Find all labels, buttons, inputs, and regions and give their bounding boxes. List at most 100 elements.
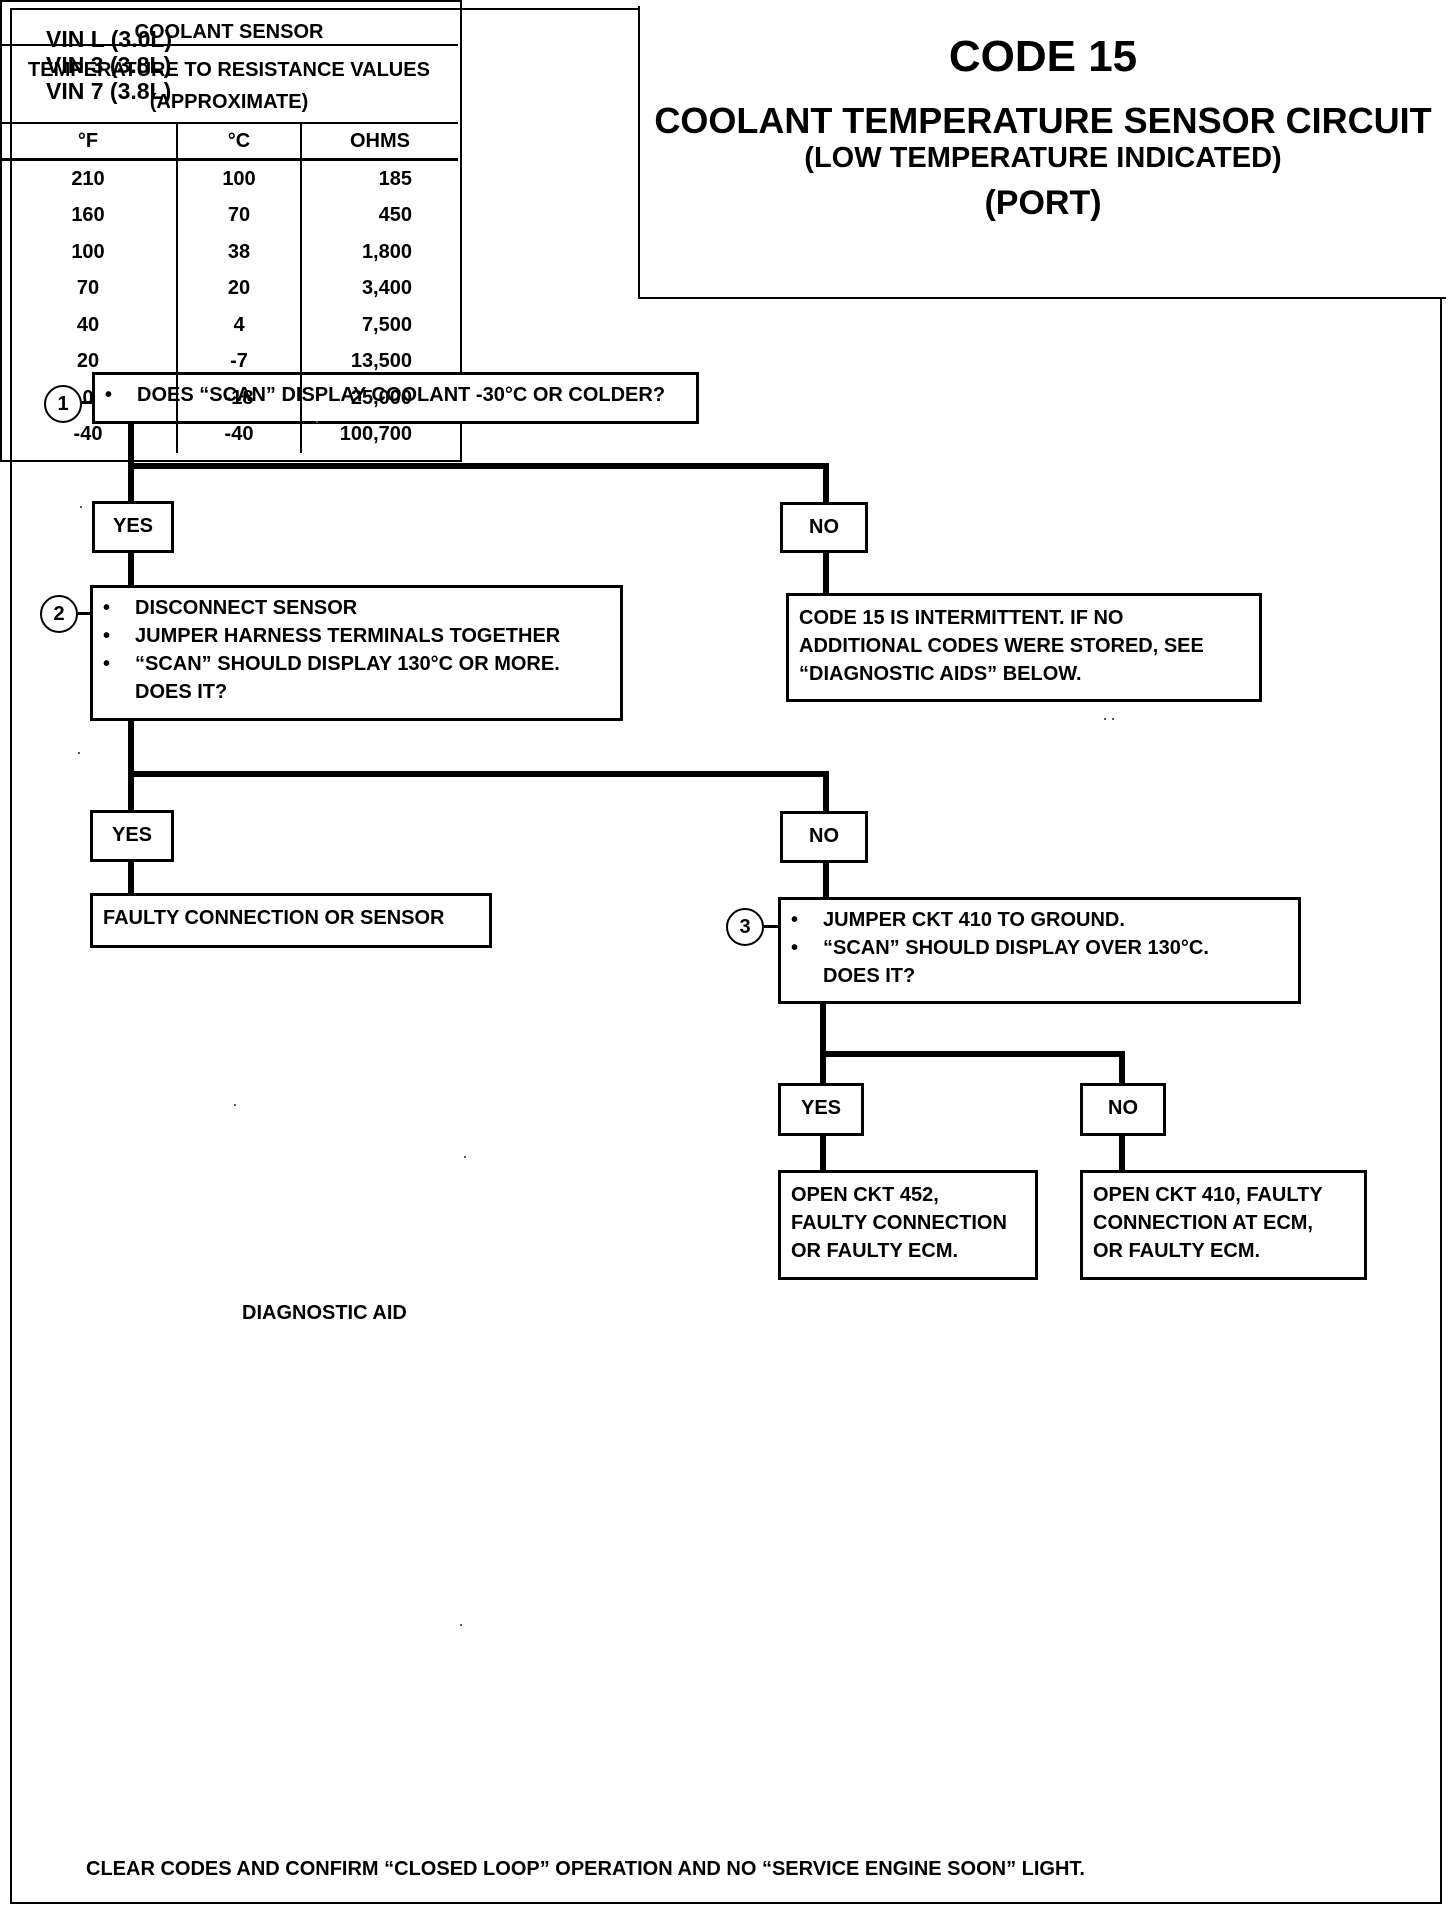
connector-line <box>128 721 134 810</box>
code-title: CODE 15 <box>948 32 1138 81</box>
table-note: (APPROXIMATE) <box>149 90 309 113</box>
cell-celsius: 100 <box>177 159 302 198</box>
table-row: -40 -40 100,700 <box>0 416 458 453</box>
result-faulty-connection: FAULTY CONNECTION OR SENSOR <box>90 893 492 948</box>
cell-celsius: -18 <box>177 380 302 417</box>
diagnostic-aid-label: DIAGNOSTIC AID <box>242 1302 407 1324</box>
system-label: (PORT) <box>984 184 1102 222</box>
cell-ohms: 185 <box>378 167 412 190</box>
table-row: 0 -18 25,000 <box>0 380 458 417</box>
step-2-text: DOES IT? <box>135 681 228 703</box>
step-2-text: “SCAN” SHOULD DISPLAY 130°C OR MORE. <box>135 653 560 675</box>
vin-item: VIN 3 (3.8L) <box>46 52 172 78</box>
connector-line <box>820 1051 1125 1057</box>
connector-line <box>1119 1051 1125 1083</box>
connector-line <box>78 612 92 615</box>
connector-line <box>820 1136 826 1172</box>
table-title: COOLANT SENSOR <box>0 0 458 46</box>
yes-label: YES <box>90 810 174 862</box>
step-3-text: “SCAN” SHOULD DISPLAY OVER 130°C. <box>823 937 1209 959</box>
scan-speck <box>460 1624 462 1626</box>
step-number-badge: 3 <box>726 908 764 946</box>
cell-celsius: -40 <box>177 416 302 453</box>
step-number-badge: 2 <box>40 595 78 633</box>
cell-ohms: 25,000 <box>350 386 412 409</box>
no-label: NO <box>780 502 868 553</box>
cell-celsius: -7 <box>177 343 302 380</box>
result-text: OPEN CKT 410, FAULTY <box>1093 1184 1323 1206</box>
vin-item: VIN 7 (3.8L) <box>46 78 172 104</box>
cell-fahrenheit: 70 <box>0 270 178 307</box>
cell-celsius: 70 <box>177 197 302 234</box>
result-text: OR FAULTY ECM. <box>1093 1240 1261 1262</box>
no-label: NO <box>780 811 868 863</box>
table-row: 160 70 450 <box>0 197 458 234</box>
connector-line <box>128 553 134 585</box>
cell-celsius: 20 <box>177 270 302 307</box>
connector-line <box>823 553 829 593</box>
table-row: 100 38 1,800 <box>0 234 458 271</box>
result-open-ckt-410: OPEN CKT 410, FAULTY CONNECTION AT ECM, … <box>1080 1170 1367 1280</box>
connector-line <box>823 463 829 502</box>
scan-speck <box>1104 718 1106 720</box>
title-box: CODE 15 COOLANT TEMPERATURE SENSOR CIRCU… <box>638 6 1446 299</box>
column-header-fahrenheit: °F <box>0 122 178 161</box>
step-3-box: •JUMPER CKT 410 TO GROUND. •“SCAN” SHOUL… <box>778 897 1301 1004</box>
coolant-sensor-table: COOLANT SENSOR TEMPERATURE TO RESISTANCE… <box>0 0 458 453</box>
scan-speck <box>316 421 318 423</box>
cell-fahrenheit: 40 <box>0 307 178 344</box>
circuit-title: COOLANT TEMPERATURE SENSOR CIRCUIT <box>654 100 1432 141</box>
result-text: FAULTY CONNECTION OR SENSOR <box>103 907 445 929</box>
cell-ohms: 13,500 <box>350 350 412 373</box>
result-open-ckt-452: OPEN CKT 452, FAULTY CONNECTION OR FAULT… <box>778 1170 1038 1280</box>
result-text: ADDITIONAL CODES WERE STORED, SEE <box>799 635 1204 657</box>
table-subtitle: TEMPERATURE TO RESISTANCE VALUES <box>28 59 430 81</box>
connector-line <box>823 863 829 897</box>
scan-speck <box>80 506 82 508</box>
coolant-sensor-table-box: COOLANT SENSOR TEMPERATURE TO RESISTANCE… <box>0 0 462 462</box>
cell-fahrenheit: -40 <box>0 416 178 453</box>
cell-ohms: 450 <box>378 204 412 227</box>
table-row: 70 20 3,400 <box>0 270 458 307</box>
result-text: CODE 15 IS INTERMITTENT. IF NO <box>799 607 1124 629</box>
cell-fahrenheit: 20 <box>0 343 178 380</box>
column-header-celsius: °C <box>177 122 302 161</box>
table-row: 20 -7 13,500 <box>0 343 458 380</box>
connector-line <box>128 862 134 893</box>
cell-ohms: 7,500 <box>361 313 412 336</box>
connector-line <box>764 925 780 928</box>
result-text: CONNECTION AT ECM, <box>1093 1212 1313 1234</box>
cell-celsius: 38 <box>177 234 302 271</box>
footer-instruction: CLEAR CODES AND CONFIRM “CLOSED LOOP” OP… <box>86 1858 1085 1880</box>
table-row: 40 4 7,500 <box>0 307 458 344</box>
connector-line <box>128 424 134 501</box>
column-header-ohms: OHMS <box>301 122 458 161</box>
table-row: 210 100 185 <box>0 159 458 198</box>
cell-fahrenheit: 160 <box>0 197 178 234</box>
connector-line <box>1119 1136 1125 1172</box>
result-text: OPEN CKT 452, <box>791 1184 939 1206</box>
connector-line <box>128 771 829 777</box>
step-2-text: DISCONNECT SENSOR <box>135 597 358 619</box>
result-intermittent: CODE 15 IS INTERMITTENT. IF NO ADDITIONA… <box>786 593 1262 702</box>
scan-speck <box>1112 718 1114 720</box>
no-label: NO <box>1080 1083 1166 1136</box>
cell-celsius: 4 <box>177 307 302 344</box>
connector-line <box>128 463 829 469</box>
vin-list: VIN L (3.0L) VIN 3 (3.8L) VIN 7 (3.8L) <box>46 26 172 104</box>
scan-speck <box>78 752 80 754</box>
scan-speck <box>464 1156 466 1158</box>
result-text: FAULTY CONNECTION <box>791 1212 1007 1234</box>
step-2-text: JUMPER HARNESS TERMINALS TOGETHER <box>135 625 561 647</box>
connector-line <box>820 1002 826 1083</box>
result-text: OR FAULTY ECM. <box>791 1240 959 1262</box>
yes-label: YES <box>92 501 174 553</box>
step-2-box: •DISCONNECT SENSOR •JUMPER HARNESS TERMI… <box>90 585 623 721</box>
step-3-text: DOES IT? <box>823 965 916 987</box>
cell-fahrenheit: 210 <box>0 159 178 198</box>
scan-speck <box>234 1104 236 1106</box>
cell-fahrenheit: 100 <box>0 234 178 271</box>
cell-fahrenheit: 0 <box>0 380 178 417</box>
step-3-text: JUMPER CKT 410 TO GROUND. <box>823 909 1125 931</box>
